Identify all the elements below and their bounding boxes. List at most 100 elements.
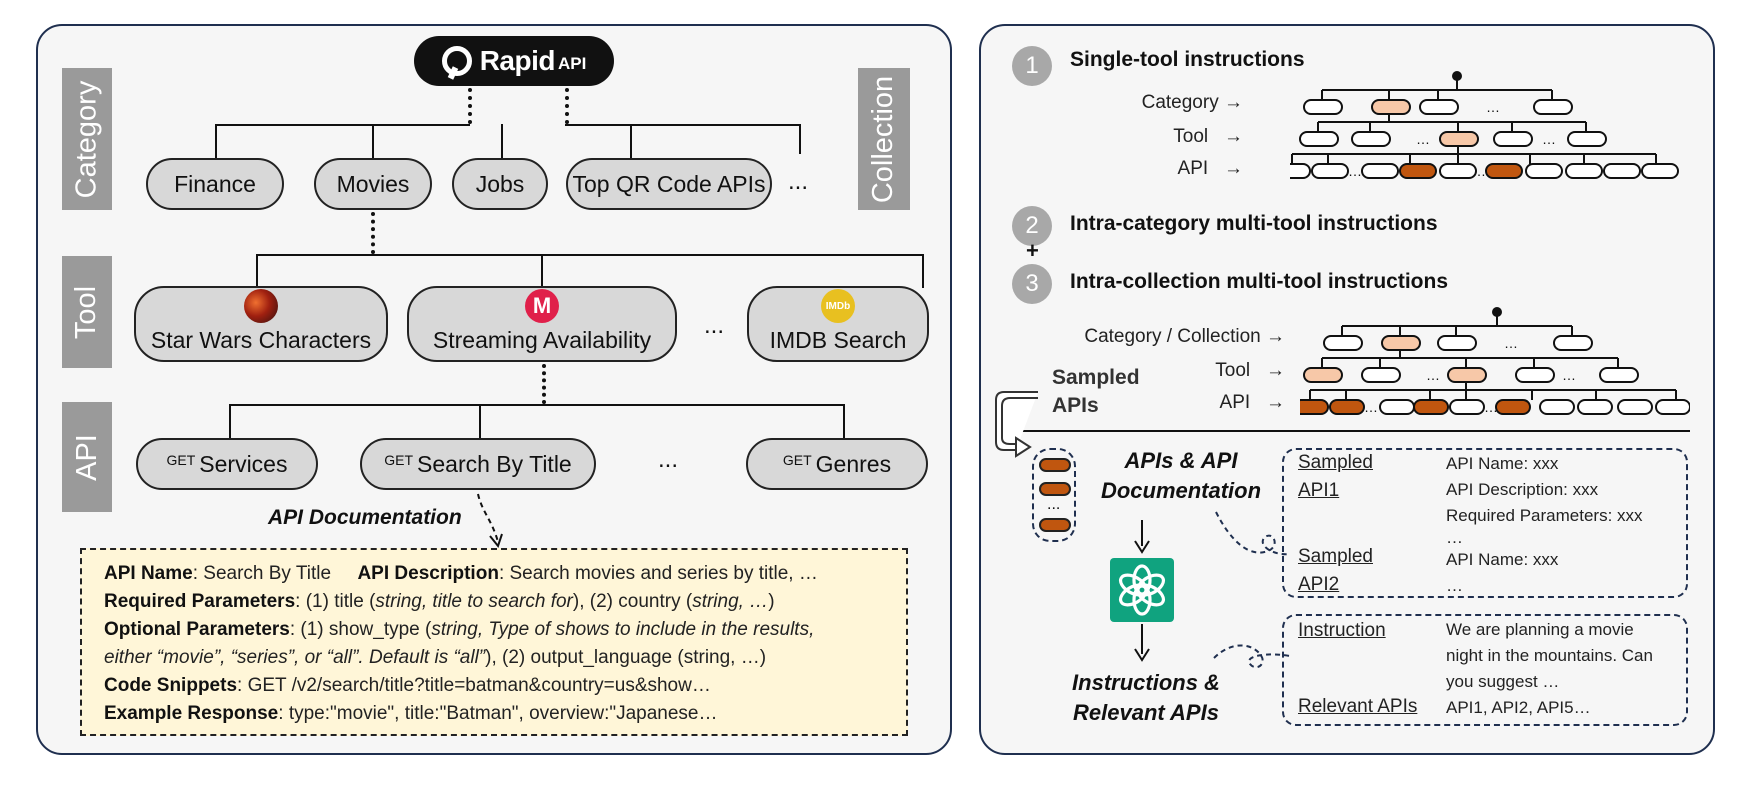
instruction-line-2: night in the mountains. Can xyxy=(1446,646,1653,665)
api1-name: API Name: xxx xyxy=(1446,454,1559,473)
step-3-title: Intra-collection multi-tool instructions xyxy=(1070,270,1448,293)
category-stem-finance xyxy=(215,124,217,160)
tree2-api-label: API → xyxy=(1219,392,1285,413)
stack-api-chip xyxy=(1039,458,1071,472)
step-3-number: 3 xyxy=(1012,264,1052,304)
doc-line-optional-cont: either “movie”, “series”, or “all”. Defa… xyxy=(104,647,767,668)
arrow-to-gpt-head xyxy=(1134,540,1150,554)
tool-side-label: Tool xyxy=(62,256,112,368)
plus-sign: + xyxy=(1026,238,1039,263)
right-divider xyxy=(1022,430,1690,432)
rapidapi-logo: Rapid API xyxy=(414,36,614,86)
tree2-tool-label: Tool → xyxy=(1215,360,1285,381)
tool-ellipsis: ... xyxy=(704,312,725,339)
api-stem-services xyxy=(229,404,231,438)
api-ellipsis: ... xyxy=(658,446,679,473)
rapidapi-logo-icon xyxy=(441,46,472,76)
instruction-line-1: We are planning a movie xyxy=(1446,620,1634,639)
tool-branch-line xyxy=(256,254,924,256)
doc-box-curly-connector xyxy=(1215,511,1291,556)
category-branch-line xyxy=(215,124,470,126)
category-stem-movies xyxy=(372,124,374,160)
svg-text:…: … xyxy=(1562,367,1576,383)
sampled-api-stack: ... xyxy=(1032,448,1076,542)
tree2-category-label: Category / Collection → xyxy=(1084,326,1285,347)
tool-streaming-availability: M Streaming Availability xyxy=(407,286,677,362)
step-1-number: 1 xyxy=(1012,46,1052,86)
apis-and-documentation-label: APIs & API Documentation xyxy=(1100,448,1262,503)
api2-name: API Name: xxx xyxy=(1446,550,1559,569)
svg-text:…: … xyxy=(1504,335,1518,351)
doc-line-code: Code Snippets: GET /v2/search/title?titl… xyxy=(104,675,711,696)
doc-dashed-arrow xyxy=(477,493,503,549)
category-finance: Finance xyxy=(146,158,284,210)
instructions-and-relevant-apis-label: Instructions & Relevant APIs xyxy=(1072,670,1220,725)
api1-required-params: Required Parameters: xxx xyxy=(1446,506,1643,525)
svg-text:…: … xyxy=(1416,131,1430,147)
api1-more: … xyxy=(1446,528,1463,547)
instr-box-curly-connector xyxy=(1213,644,1291,669)
tool-stem-imdb xyxy=(922,254,924,288)
doc-line-response: Example Response: type:"movie", title:"B… xyxy=(104,703,718,724)
category-side-label: Category xyxy=(62,68,112,210)
instruction-label: Instruction xyxy=(1298,620,1386,641)
svg-text:…: … xyxy=(1486,99,1500,115)
step-2-number: 2 xyxy=(1012,206,1052,246)
openai-knot-icon xyxy=(1118,564,1166,616)
arrow-from-gpt-head xyxy=(1134,648,1150,662)
doc-line-required: Required Parameters: (1) title (string, … xyxy=(104,591,775,612)
single-tool-tree: … … … … … xyxy=(1290,71,1679,179)
api-documentation-box: API Name: Search By Title API Descriptio… xyxy=(80,548,908,736)
logo-word: Rapid xyxy=(479,45,556,76)
doc-line-name: API Name: Search By Title API Descriptio… xyxy=(104,563,818,584)
svg-text:…: … xyxy=(1542,131,1556,147)
stack-api-chip xyxy=(1039,518,1071,532)
collection-branch-line xyxy=(565,124,801,126)
collection-side-label: Collection xyxy=(858,68,910,210)
svg-text:…: … xyxy=(1472,163,1486,179)
doc-line-optional: Optional Parameters: (1) show_type (stri… xyxy=(104,619,815,640)
relevant-apis-value: API1, API2, API5… xyxy=(1446,698,1591,717)
streaming-api-dotted-connector xyxy=(542,364,546,404)
relevant-apis-label: Relevant APIs xyxy=(1298,696,1418,717)
sampled-apis-documentation-box xyxy=(1282,448,1688,598)
instruction-line-3: you suggest … xyxy=(1446,672,1560,691)
svg-text:…: … xyxy=(1348,163,1362,179)
api-branch-line xyxy=(229,404,845,406)
instruction-output-box xyxy=(1282,614,1688,726)
movies-tool-dotted-connector xyxy=(371,212,375,254)
tree1-category-label: Category → xyxy=(1141,92,1243,113)
star-wars-icon xyxy=(244,289,278,323)
sampled-api2-label-b: API2 xyxy=(1298,574,1340,595)
step-2-title: Intra-category multi-tool instructions xyxy=(1070,212,1438,235)
tool-stem-starwars xyxy=(256,254,258,288)
openai-gpt-icon xyxy=(1110,558,1174,622)
category-movies: Movies xyxy=(314,158,432,210)
logo-category-dotted-connector xyxy=(468,88,472,124)
tool-stem-streaming xyxy=(541,254,543,288)
svg-text:…: … xyxy=(1426,367,1440,383)
arrow-from-gpt-shaft xyxy=(1141,624,1143,654)
tree1-tool-label: Tool → xyxy=(1173,126,1243,147)
collection-stem-more xyxy=(799,124,801,154)
step-1-title: Single-tool instructions xyxy=(1070,48,1305,71)
api-stem-search xyxy=(479,404,481,438)
svg-text:…: … xyxy=(1364,399,1378,415)
sampled-api2-label-a: Sampled xyxy=(1298,546,1373,567)
api-side-label: API xyxy=(62,402,112,512)
api-documentation-title: API Documentation xyxy=(268,506,462,529)
category-jobs: Jobs xyxy=(452,158,548,210)
arrow-to-gpt-shaft xyxy=(1141,520,1143,546)
imdb-icon: IMDb xyxy=(821,289,855,323)
collection-stem xyxy=(630,124,632,160)
tool-star-wars-characters: Star Wars Characters xyxy=(134,286,388,362)
sampled-api1-label-b: API1 xyxy=(1298,480,1340,501)
streaming-m-icon: M xyxy=(525,289,559,323)
tool-imdb-search: IMDb IMDB Search xyxy=(747,286,929,362)
sampled-api1-label-a: Sampled xyxy=(1298,452,1373,473)
category-ellipsis: ... xyxy=(788,168,809,195)
api-stem-genres xyxy=(843,404,845,438)
